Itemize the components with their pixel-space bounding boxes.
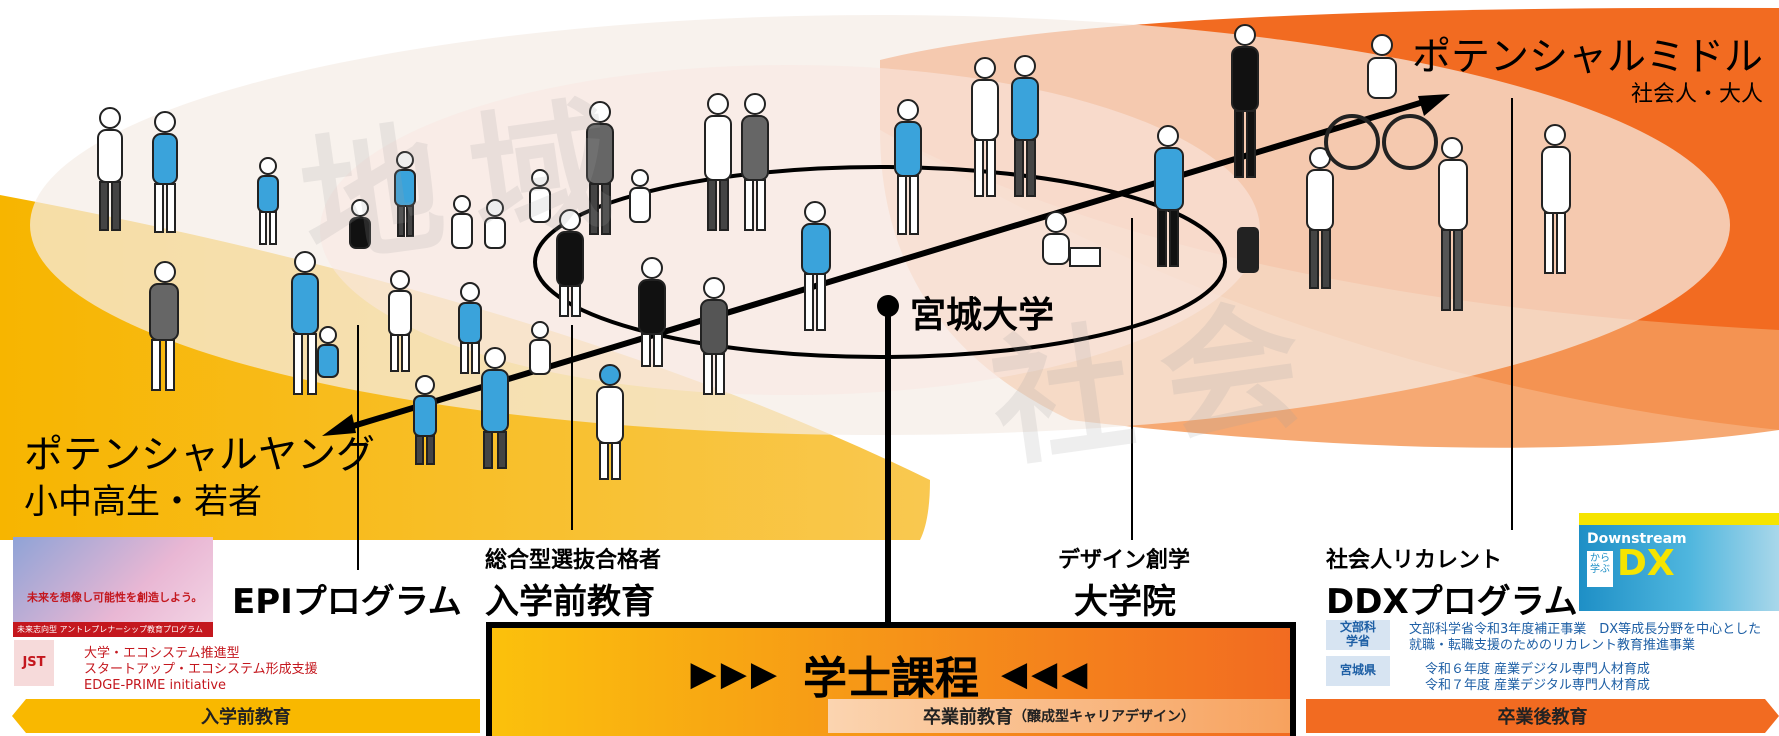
miyagi-line-2: 令和７年度 産業デジタル専門人材育成 [1425, 678, 1650, 693]
ddx-program-thumbnail: Downstream から学ぶ DX [1579, 513, 1779, 611]
epi-program-thumbnail: 未来を想像し可能性を創造しよう。 未来志向型 アントレプレナーシップ教育プログラ… [13, 537, 213, 637]
epi-thumb-footer: 未来志向型 アントレプレナーシップ教育プログラム [13, 622, 213, 637]
mext-line-2: 就職・転職支援のためのリカレント教育推進事業 [1409, 638, 1696, 653]
pre-admission-label: 入学前教育 [485, 582, 655, 622]
bachelor-arrows-right: ◀◀◀ [1001, 654, 1092, 694]
potential-middle-title: ポテンシャルミドル [1411, 35, 1763, 80]
potential-middle-subtitle: 社会人・大人 [1630, 82, 1763, 107]
jst-line-1: 大学・エコシステム推進型 [84, 646, 240, 661]
mext-line-1: 文部科学省令和3年度補正事業 DX等成長分野を中心とした [1409, 622, 1762, 637]
band-before-graduation: 卒業前教育 （醸成型キャリアデザイン） [828, 699, 1290, 733]
ddx-thumb-kana: から学ぶ [1587, 551, 1613, 587]
jst-badge: JST [14, 640, 54, 686]
epi-thumb-headline: 未来を想像し可能性を創造しよう。 [27, 591, 203, 604]
graduate-sub: デザイン創学 [1058, 548, 1191, 573]
bachelor-title: 学士課程 [803, 653, 979, 704]
jst-line-3: EDGE-PRIME initiative [84, 678, 227, 693]
band-post-graduation-label: 卒業後教育 [1497, 707, 1588, 728]
ddx-label: DDXプログラム [1326, 582, 1578, 622]
jst-line-2: スタートアップ・エコシステム形成支援 [84, 662, 318, 677]
university-name: 宮城大学 [910, 295, 1055, 336]
band-before-grad-label: 卒業前教育 [923, 707, 1013, 728]
band-pre-admission-label: 入学前教育 [201, 707, 291, 728]
ddx-thumb-title: Downstream [1587, 531, 1687, 547]
graduate-label: 大学院 [1074, 582, 1176, 622]
ddx-sub: 社会人リカレント [1326, 548, 1503, 573]
mext-badge: 文部科学省 [1326, 620, 1390, 650]
miyagi-line-1: 令和６年度 産業デジタル専門人材育成 [1425, 662, 1650, 677]
epi-program-label: EPIプログラム [232, 582, 462, 622]
band-pre-admission: 入学前教育 [12, 699, 480, 733]
bachelor-arrows-left: ▶▶▶ [690, 654, 781, 694]
pre-admission-sub: 総合型選抜合格者 [485, 548, 662, 573]
potential-young-title: ポテンシャルヤング [24, 433, 376, 478]
mext-badge-text: 文部科学省 [1339, 620, 1376, 648]
ddx-thumb-big: DX [1617, 543, 1675, 584]
miyagi-badge: 宮城県 [1326, 656, 1390, 686]
band-before-grad-note: （醸成型キャリアデザイン） [1013, 709, 1195, 725]
potential-young-subtitle: 小中高生・若者 [24, 482, 262, 522]
band-post-graduation: 卒業後教育 [1306, 699, 1779, 733]
